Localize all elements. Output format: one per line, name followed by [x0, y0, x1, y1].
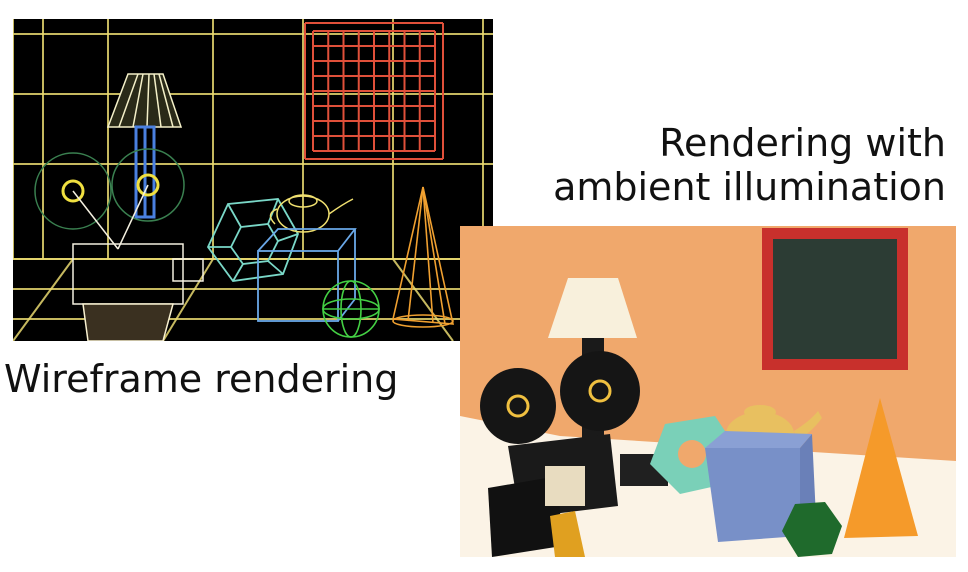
- ambient-lampshade: [548, 278, 637, 338]
- ambient-rendering-image: [460, 226, 956, 557]
- ambient-movie-camera: [480, 351, 668, 557]
- wireframe-window: [304, 22, 444, 160]
- wireframe-scene: [13, 19, 493, 341]
- wireframe-grid-line: [13, 258, 74, 341]
- ambient-caption-line2: ambient illumination: [553, 164, 946, 209]
- ambient-torus-hole: [678, 440, 706, 468]
- ambient-caption: Rendering with ambient illumination: [553, 121, 946, 209]
- wireframe-grid-line: [392, 258, 454, 341]
- wireframe-cone: [392, 186, 455, 328]
- wireframe-grid: [13, 19, 493, 341]
- wireframe-movie-camera: [34, 148, 204, 341]
- wireframe-grid-line: [162, 258, 214, 341]
- wireframe-torus: [206, 198, 299, 282]
- wireframe-lamp: [106, 73, 183, 219]
- ambient-caption-line1: Rendering with: [659, 121, 946, 165]
- wireframe-teapot: [269, 194, 354, 233]
- ambient-cone: [844, 398, 918, 538]
- wireframe-caption: Wireframe rendering: [4, 357, 399, 401]
- wireframe-cube: [257, 228, 357, 322]
- ambient-scene: [460, 228, 956, 557]
- wireframe-sphere: [322, 280, 380, 338]
- ambient-window: [773, 239, 897, 359]
- wireframe-rendering-image: [13, 19, 493, 341]
- ambient-ball: [782, 502, 842, 557]
